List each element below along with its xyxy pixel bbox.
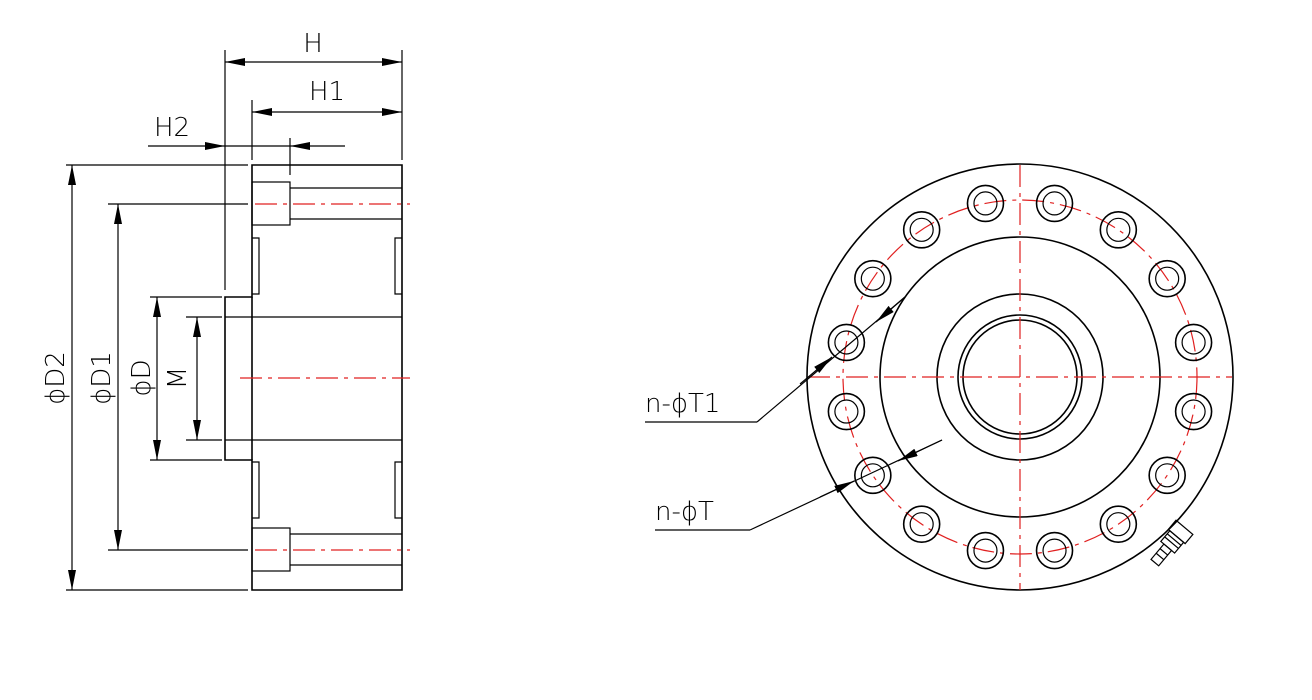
bolt-hole (1174, 323, 1213, 362)
bolt-hole (1174, 392, 1213, 431)
dimension-D: ϕD (127, 297, 161, 460)
side-bolt-hole-top (251, 181, 402, 226)
dimension-H: H (225, 29, 402, 66)
dimension-H2: H2 (148, 113, 345, 150)
bolt-hole (966, 531, 1005, 570)
side-extension-lines (66, 50, 403, 591)
dimension-D1: ϕD1 (87, 204, 122, 550)
label-M: M (163, 367, 193, 389)
bolt-hole (854, 456, 892, 495)
side-view: H H1 H2 ϕD2 ϕD1 ϕD M (41, 29, 410, 591)
bolt-holes (827, 184, 1213, 570)
bolt-hole (1148, 259, 1186, 298)
label-H2: H2 (154, 113, 190, 143)
label-T1: n-ϕT1 (645, 389, 720, 419)
bolt-hole (1148, 456, 1186, 495)
label-D1: ϕD1 (87, 351, 117, 405)
bolt-hole (902, 211, 941, 249)
bolt-hole (1035, 531, 1074, 570)
bolt-hole (827, 323, 866, 362)
side-bolt-hole-bottom (251, 527, 402, 572)
label-H1: H1 (309, 77, 345, 107)
bolt-hole (1035, 184, 1074, 223)
bolt-hole (827, 392, 866, 431)
label-D: ϕD (127, 359, 157, 396)
side-slots (252, 237, 402, 519)
bolt-hole (966, 184, 1005, 223)
bolt-hole (902, 505, 941, 543)
cable-gland-icon (1150, 519, 1194, 567)
dimension-D2: ϕD2 (41, 165, 76, 590)
label-H: H (303, 29, 323, 59)
bolt-hole (1099, 211, 1138, 249)
bolt-hole (854, 259, 892, 298)
bolt-hole (1099, 505, 1138, 543)
dimension-M: M (163, 317, 201, 440)
label-T: n-ϕT (655, 497, 714, 527)
front-view: n-ϕT1 n-ϕT (645, 163, 1234, 591)
dimension-H1: H1 (252, 77, 402, 116)
side-center-lines (240, 203, 410, 551)
label-D2: ϕD2 (41, 351, 71, 405)
leader-T: n-ϕT (655, 439, 943, 531)
leader-T1: n-ϕT1 (645, 296, 906, 423)
